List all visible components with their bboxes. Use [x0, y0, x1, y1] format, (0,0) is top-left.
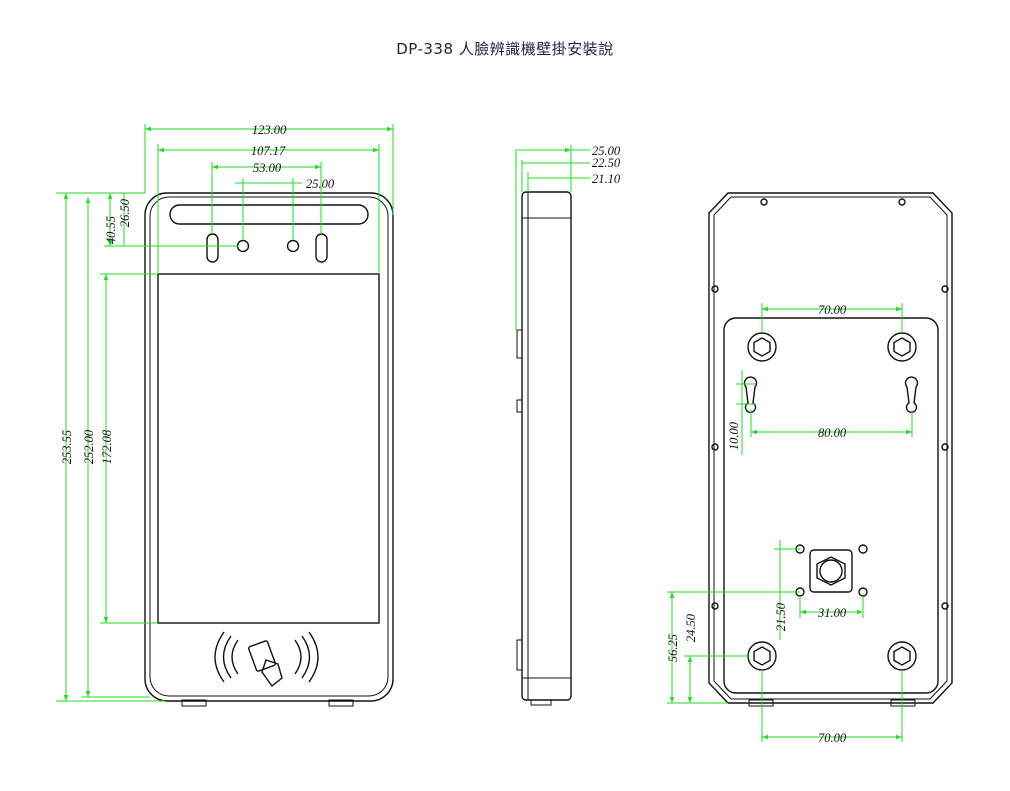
dim-width-total: 123.00	[252, 123, 287, 137]
mount-hole-top-left	[747, 332, 777, 362]
dim-keyhole-span: 80.00	[818, 426, 847, 440]
dim-bottom-offset-2: 24.50	[684, 613, 698, 642]
camera-left	[236, 239, 250, 253]
dim-keyhole-slot: 10.00	[727, 421, 741, 450]
dim-cam-span: 53.00	[253, 161, 282, 175]
screen-area	[157, 273, 380, 624]
bottom-foot-left	[181, 699, 207, 707]
dim-depth-total: 25.00	[592, 144, 621, 158]
dim-socket-v: 21.50	[774, 602, 788, 631]
dim-top-holes-span: 70.00	[818, 303, 847, 317]
dim-height-total: 253.55	[60, 430, 74, 464]
ir-sensor-right	[315, 233, 328, 263]
page-title: DP-338 人臉辨識機壁掛安裝說	[396, 40, 614, 58]
bottom-foot-right	[328, 699, 354, 707]
side-view: 25.00 22.50 21.10	[515, 144, 621, 706]
dim-screen-height: 172.08	[100, 429, 114, 464]
mount-hole-top-right	[887, 332, 917, 362]
front-body-outline	[144, 192, 394, 702]
back-view: 70.00 80.00 10.00 21.50 31.00 56.25 24.5…	[666, 192, 953, 745]
dim-socket-h: 31.00	[817, 606, 847, 620]
dim-bottom-holes-span: 70.00	[818, 731, 847, 745]
mount-hole-bottom-right	[887, 641, 917, 671]
nfc-symbol-icon	[214, 631, 319, 688]
keyhole-left	[743, 376, 758, 413]
front-inner-outline	[149, 196, 389, 697]
side-body-outline	[521, 191, 572, 701]
dim-depth-inner: 21.10	[592, 172, 621, 186]
mount-hole-bottom-left	[747, 641, 777, 671]
cable-socket	[795, 544, 868, 597]
dim-height-body: 252.00	[82, 429, 96, 464]
dim-top-offset-1: 26.50	[118, 198, 132, 227]
camera-right	[286, 239, 300, 253]
front-view: 123.00 107.17 53.00 25.00 253.55 252.00 …	[56, 123, 394, 707]
mounting-plate	[723, 317, 939, 694]
dim-cam-gap: 25.00	[306, 177, 335, 191]
dim-width-inner: 107.17	[251, 144, 286, 158]
light-bar	[169, 204, 369, 225]
dim-bottom-offset-1: 56.25	[666, 634, 680, 662]
back-body-outline	[708, 192, 953, 704]
dim-depth-mid: 22.50	[592, 156, 621, 170]
ir-sensor-left	[206, 233, 219, 263]
back-inner-outline	[713, 196, 948, 700]
dim-top-offset-2: 40.55	[104, 216, 118, 244]
keyhole-right	[904, 376, 919, 413]
